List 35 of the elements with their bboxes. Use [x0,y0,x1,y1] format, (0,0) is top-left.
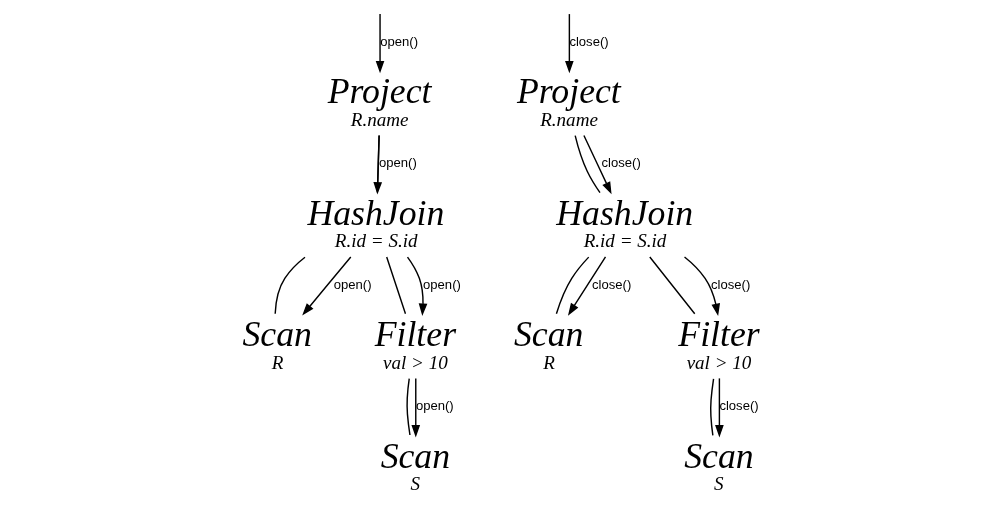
connector [406,377,411,436]
arrow [302,256,352,316]
edge-label: open() [333,276,372,292]
connector [574,134,601,194]
arrow [567,256,607,316]
connector [649,256,696,315]
connector [274,256,306,315]
node-text: HashJoin R.id = S.id [307,192,445,252]
node-text: Scan S [380,435,451,495]
node-text: Filter val > 10 [374,314,457,373]
arrow [406,256,428,316]
arrow [565,13,574,74]
node-text: Project R.name [516,71,621,130]
edge-label: close() [601,155,641,171]
node-text: Filter val > 10 [678,314,760,373]
edge-label: close() [569,33,609,49]
connector [385,256,407,315]
edge-label: close() [719,398,759,414]
arrow [583,134,612,195]
arrow [715,377,724,438]
node-text: HashJoin R.id = S.id [556,192,694,252]
edge-label: open() [379,155,417,171]
node-text: Scan S [684,435,754,495]
node-text: Scan R [514,314,584,373]
edge-label: open() [423,276,461,292]
edge-label: open() [415,398,454,414]
arrow [375,13,385,74]
node-text: Project R.name [327,71,432,130]
edge-label: close() [711,276,751,292]
node-text: Scan R [242,314,312,373]
connector [555,256,590,315]
arrow [683,256,721,316]
edge-label: close() [592,276,632,292]
connector [710,378,715,437]
arrow [411,377,421,438]
